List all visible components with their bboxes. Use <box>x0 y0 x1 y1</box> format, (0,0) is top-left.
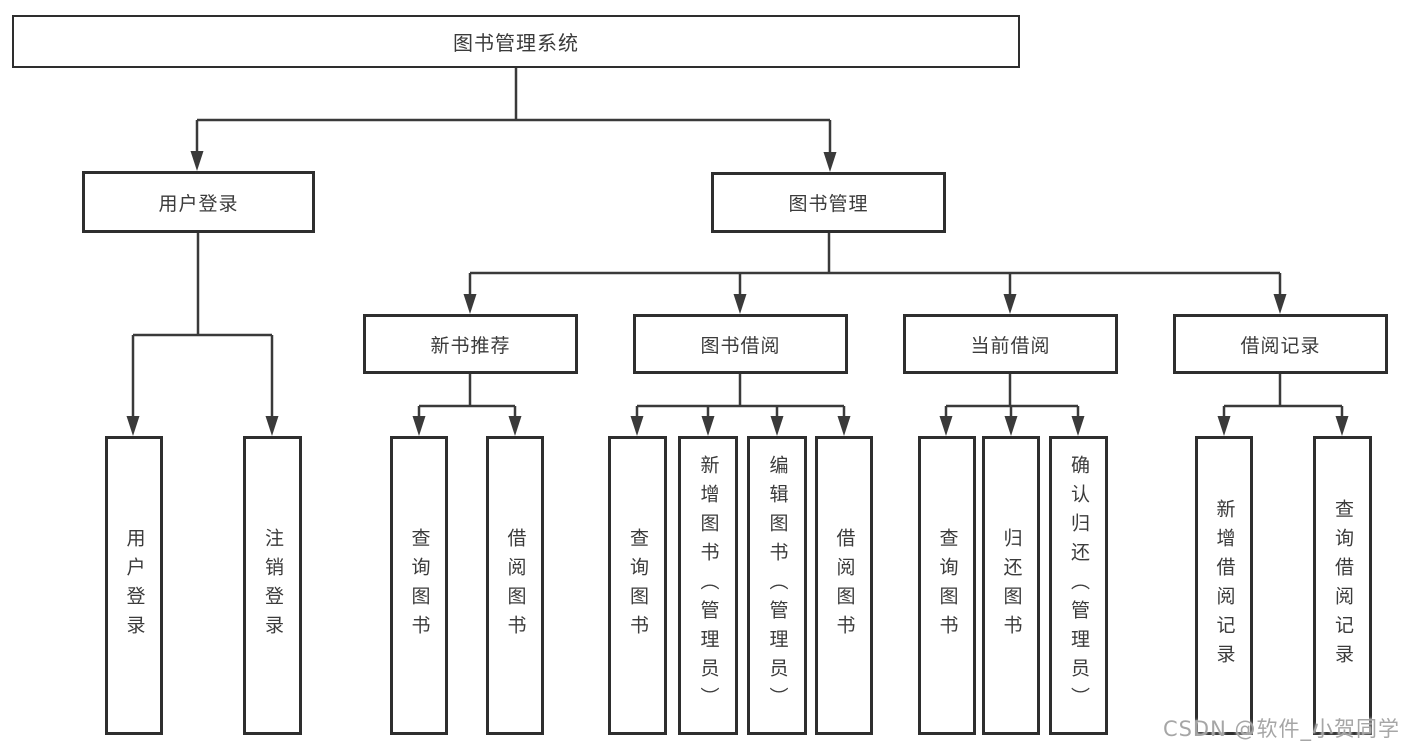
node-leaf-query-books-current-label: 查询图书 <box>936 527 959 644</box>
node-book-borrow-label: 图书借阅 <box>700 334 781 357</box>
node-root-label: 图书管理系统 <box>453 31 579 55</box>
connector-borrow-record <box>1222 374 1344 424</box>
node-leaf-query-borrow-record: 查询借阅记录 <box>1313 436 1372 735</box>
node-current-borrow-label: 当前借阅 <box>970 334 1051 357</box>
node-leaf-add-book-admin: 新增图书（管理员） <box>678 436 738 735</box>
node-new-book-recommend: 新书推荐 <box>363 314 578 374</box>
node-leaf-return-book-label: 归还图书 <box>1000 527 1023 644</box>
arrowheads <box>126 151 1349 436</box>
node-leaf-query-borrow-record-label: 查询借阅记录 <box>1331 498 1354 673</box>
node-leaf-edit-book-admin: 编辑图书（管理员） <box>747 436 807 735</box>
node-current-borrow: 当前借阅 <box>903 314 1118 374</box>
node-leaf-user-login: 用户登录 <box>105 436 163 735</box>
connector-book-borrow <box>635 374 846 424</box>
node-leaf-query-books-recommend-label: 查询图书 <box>408 527 431 644</box>
connector-current-borrow <box>944 374 1080 424</box>
node-borrow-record-label: 借阅记录 <box>1240 334 1321 357</box>
node-leaf-add-borrow-record-label: 新增借阅记录 <box>1213 498 1236 673</box>
connector-new-book-recommend <box>417 374 517 424</box>
node-leaf-confirm-return-admin: 确认归还（管理员） <box>1049 436 1108 735</box>
node-leaf-query-books-borrow-label: 查询图书 <box>626 527 649 644</box>
connector-user-login <box>131 233 274 424</box>
node-new-book-recommend-label: 新书推荐 <box>430 334 511 357</box>
node-leaf-return-book: 归还图书 <box>982 436 1040 735</box>
node-book-management: 图书管理 <box>711 172 946 233</box>
node-leaf-edit-book-admin-label: 编辑图书（管理员） <box>766 455 789 716</box>
watermark: CSDN @软件_小贺同学 <box>1162 717 1400 741</box>
node-leaf-add-book-admin-label: 新增图书（管理员） <box>697 455 720 716</box>
node-leaf-add-borrow-record: 新增借阅记录 <box>1195 436 1253 735</box>
connector-root <box>195 68 832 158</box>
connector-book-management <box>468 232 1282 300</box>
node-root: 图书管理系统 <box>12 15 1020 68</box>
node-book-borrow: 图书借阅 <box>633 314 848 374</box>
node-leaf-logout: 注销登录 <box>243 436 302 735</box>
node-book-management-label: 图书管理 <box>788 193 869 215</box>
node-leaf-borrow-books-borrow: 借阅图书 <box>815 436 873 735</box>
node-leaf-query-books-recommend: 查询图书 <box>390 436 448 735</box>
node-leaf-user-login-label: 用户登录 <box>123 527 146 644</box>
node-leaf-query-books-current: 查询图书 <box>918 436 976 735</box>
node-leaf-confirm-return-admin-label: 确认归还（管理员） <box>1067 455 1090 716</box>
node-leaf-logout-label: 注销登录 <box>261 527 284 644</box>
node-user-login: 用户登录 <box>82 171 315 233</box>
node-user-login-label: 用户登录 <box>158 192 239 215</box>
node-leaf-borrow-books-borrow-label: 借阅图书 <box>833 527 856 644</box>
node-leaf-borrow-books-recommend: 借阅图书 <box>486 436 544 735</box>
node-leaf-query-books-borrow: 查询图书 <box>608 436 667 735</box>
node-borrow-record: 借阅记录 <box>1173 314 1388 374</box>
node-leaf-borrow-books-recommend-label: 借阅图书 <box>504 527 527 644</box>
